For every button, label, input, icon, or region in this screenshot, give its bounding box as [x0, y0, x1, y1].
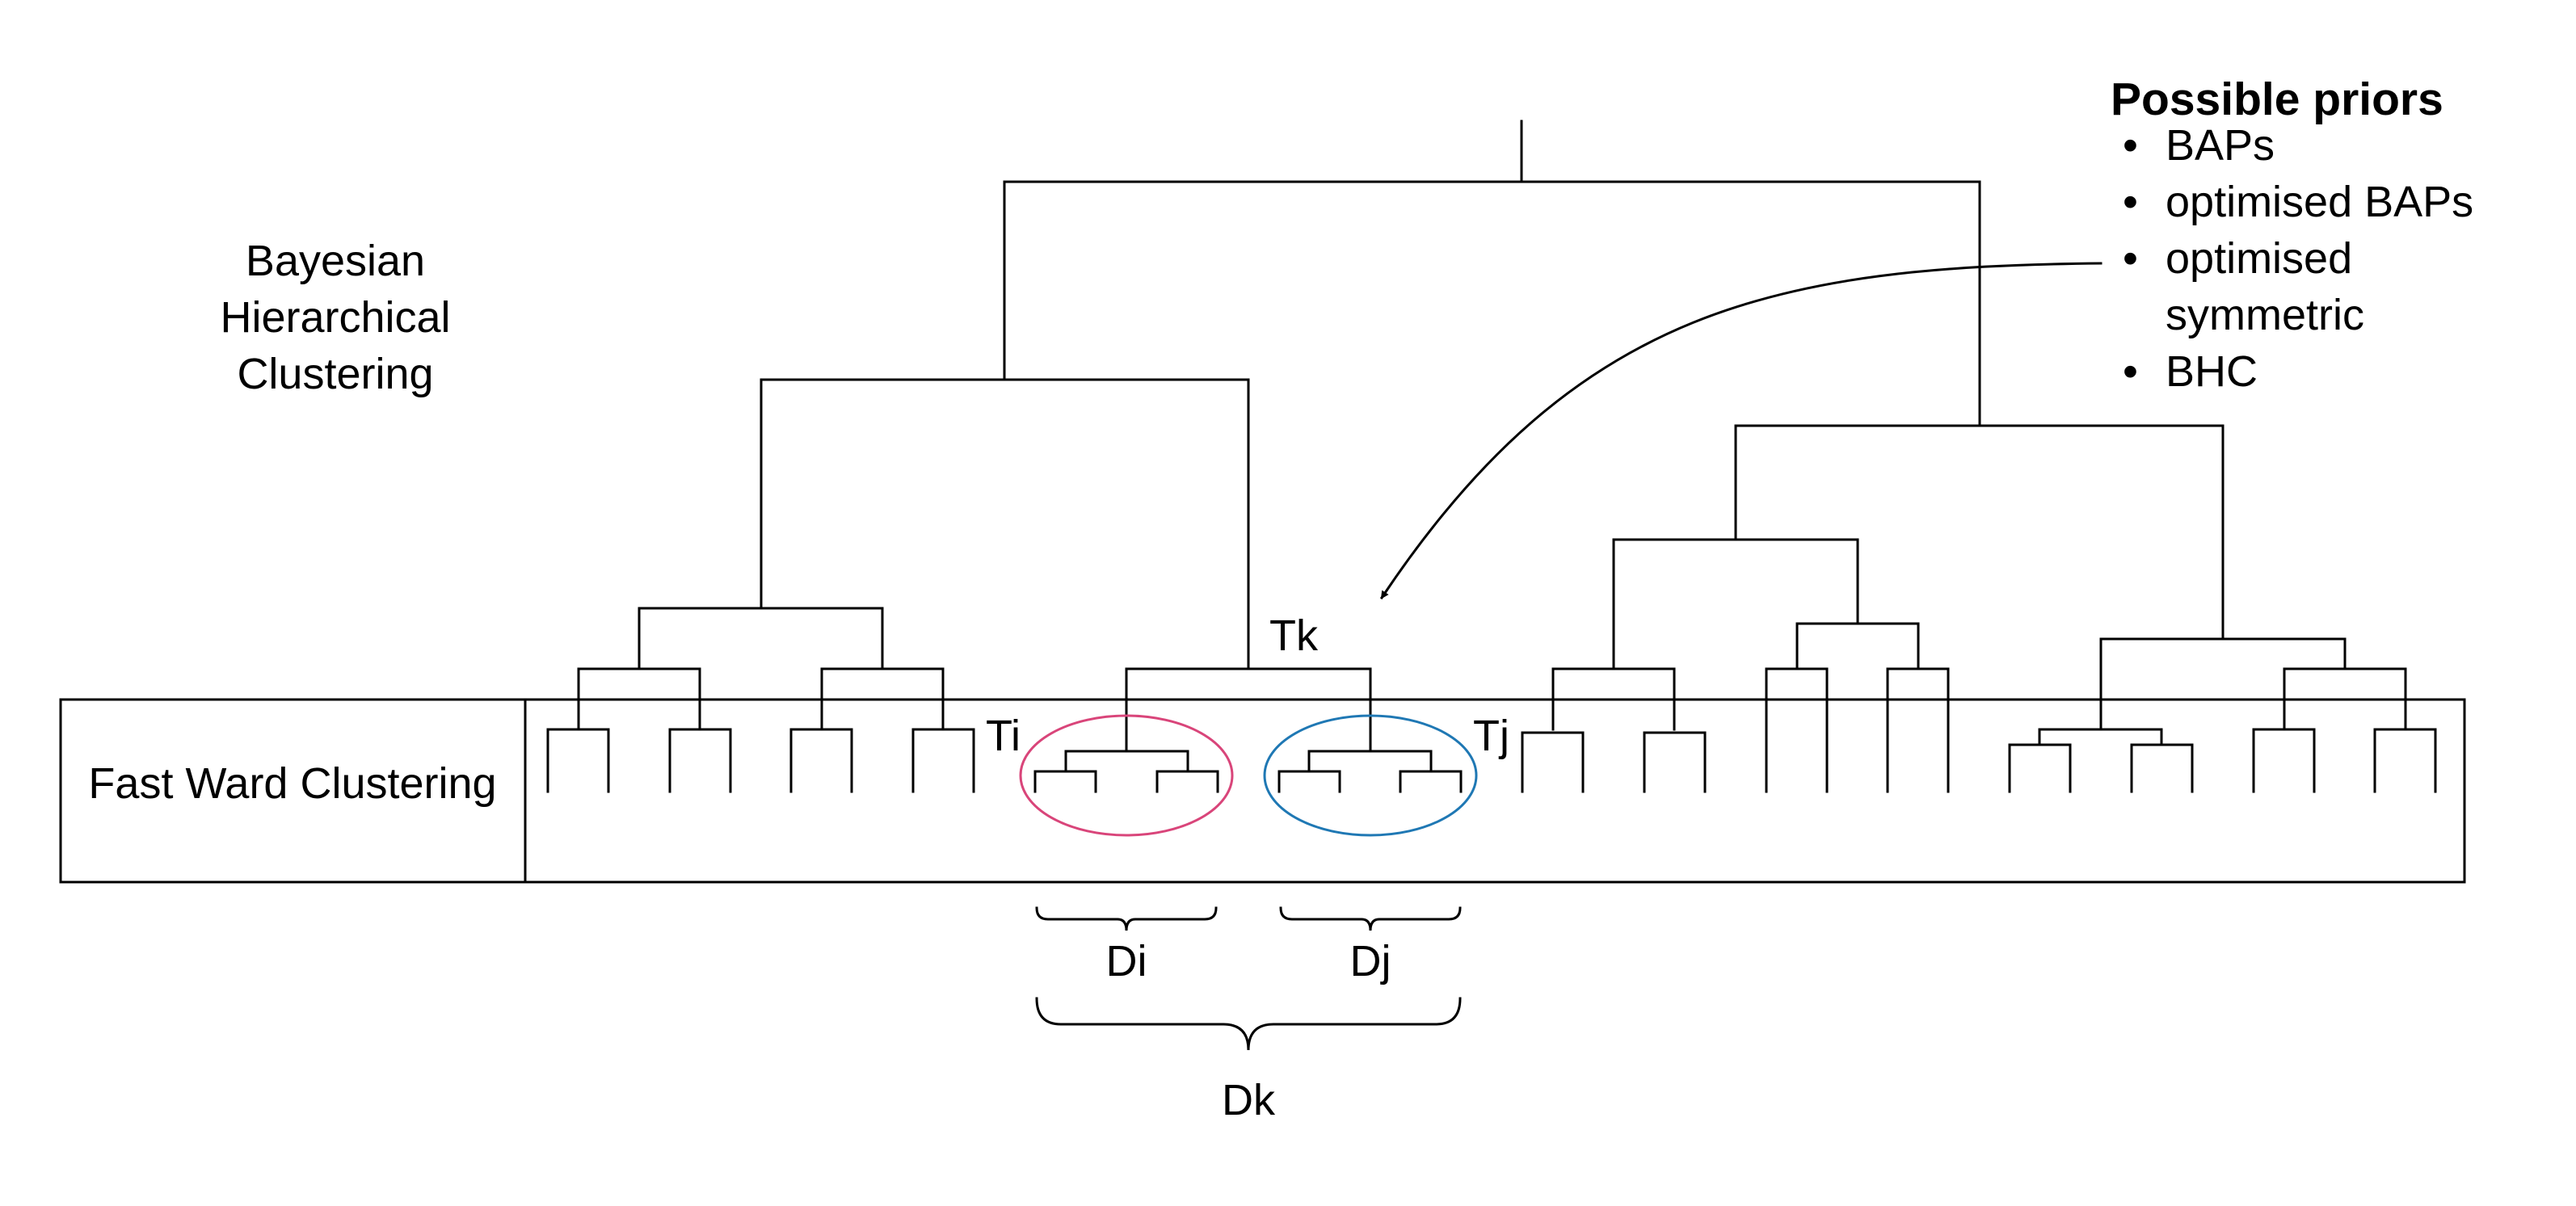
cluster-b-merge	[820, 667, 945, 731]
leaf-pair	[2252, 728, 2316, 793]
dj-brace	[1279, 906, 1462, 931]
cluster-c-merge	[1551, 667, 1676, 731]
bhc-label-line: Clustering	[237, 350, 433, 398]
prior-item: symmetric	[2166, 291, 2364, 339]
leaf-pair	[668, 728, 732, 793]
bullet-icon: •	[2123, 347, 2138, 396]
leaf-pair	[1765, 667, 1829, 793]
right-left-merge	[1612, 538, 1859, 670]
ti-label: Ti	[986, 712, 1021, 760]
leaf-pair	[546, 728, 610, 793]
subtree-ti: Ti	[986, 712, 1234, 837]
tj-ellipse	[1263, 714, 1478, 837]
prior-item: optimised	[2166, 234, 2352, 283]
brace-di: Di	[1035, 906, 1218, 985]
tj-dendrogram	[1277, 713, 1463, 793]
prior-item: BAPs	[2166, 121, 2275, 170]
dj-label: Dj	[1350, 937, 1391, 985]
subtree-tj: Tj	[1263, 712, 1509, 837]
leaf-pair	[1886, 667, 1950, 793]
prior-item: BHC	[2166, 347, 2258, 396]
prior-arrow	[1379, 262, 2102, 600]
priors-list: Possible priors • BAPs • optimised BAPs …	[2111, 74, 2473, 396]
left-left-merge	[638, 607, 884, 670]
upper-dendrogram	[577, 120, 2407, 731]
priors-heading: Possible priors	[2111, 74, 2443, 125]
cluster-d-merge	[1795, 622, 1920, 670]
leaf-pair	[2008, 743, 2072, 793]
leaf-pair	[1521, 731, 1585, 793]
bhc-label-line: Hierarchical	[220, 293, 450, 342]
ti-dendrogram	[1033, 713, 1219, 793]
tk-label: Tk	[1269, 611, 1319, 660]
tk-merge	[1125, 667, 1372, 716]
ti-ellipse	[1019, 714, 1234, 837]
root-merge	[1003, 180, 1981, 427]
brace-dj: Dj	[1279, 906, 1462, 985]
prior-item: optimised BAPs	[2166, 178, 2473, 226]
fast-ward-outer-box	[59, 698, 2466, 884]
right-right-merge	[2099, 637, 2347, 731]
leaf-pair	[789, 728, 853, 793]
brace-dk: Dk	[1035, 997, 1462, 1124]
bullet-icon: •	[2123, 178, 2138, 226]
leaf-pair	[1643, 731, 1707, 793]
lower-dendrograms	[546, 667, 2437, 793]
bhc-label-line: Bayesian	[246, 237, 425, 285]
cluster-e-merge	[2283, 667, 2407, 731]
leaf-pair	[2373, 728, 2437, 793]
dk-label: Dk	[1222, 1076, 1276, 1124]
tj-label: Tj	[1473, 712, 1509, 760]
right-merge	[1734, 424, 2225, 641]
bhc-label: Bayesian Hierarchical Clustering	[220, 237, 450, 398]
leaf-pair	[911, 728, 975, 793]
bullet-icon: •	[2123, 234, 2138, 283]
left-merge	[760, 378, 1250, 670]
dk-brace	[1035, 997, 1462, 1051]
di-brace	[1035, 906, 1218, 931]
fast-ward-label: Fast Ward Clustering	[88, 759, 496, 808]
leaf-pair	[2130, 743, 2194, 793]
bullet-icon: •	[2123, 121, 2138, 170]
cluster-a-merge	[577, 667, 701, 731]
fast-ward-box: Fast Ward Clustering	[59, 698, 2466, 884]
di-label: Di	[1106, 937, 1147, 985]
